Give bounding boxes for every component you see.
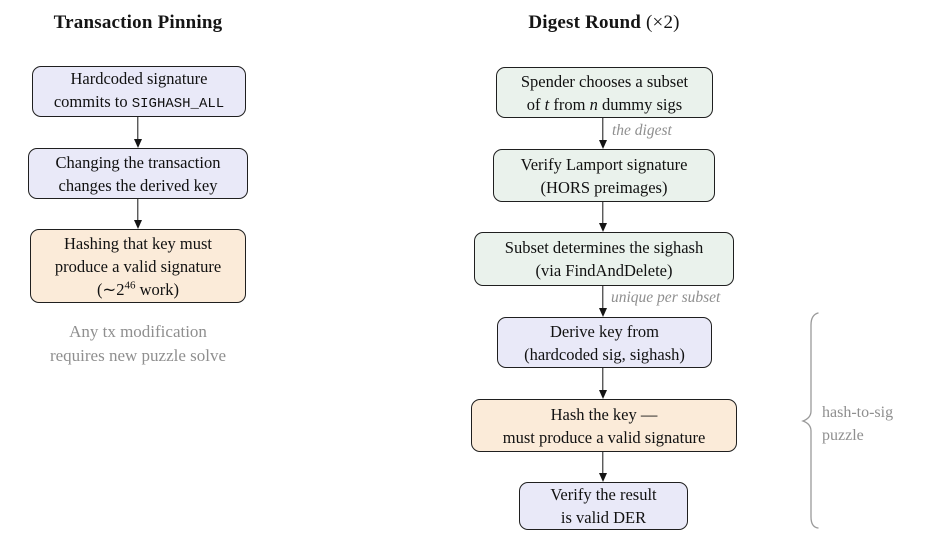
- node-verify-lamport: Verify Lamport signature (HORS preimages…: [493, 149, 715, 202]
- text-segment: Verify the result: [550, 485, 657, 504]
- node-changing-transaction: Changing the transaction changes the der…: [28, 148, 248, 199]
- down-arrow-icon: [598, 202, 608, 232]
- arrow-head: [134, 220, 142, 229]
- text-segment: of: [526, 94, 545, 114]
- node-spender-subset: Spender chooses a subset of t from n dum…: [496, 67, 713, 118]
- node-derive-key: Derive key from (hardcoded sig, sighash): [497, 317, 712, 368]
- arrow-shaft: [602, 286, 604, 315]
- node-text-line: (HORS preimages): [541, 176, 668, 199]
- node-text-line: changes the derived key: [59, 174, 218, 197]
- arrow-shaft: [602, 202, 604, 230]
- node-text-line: Derive key from: [550, 320, 659, 343]
- arrow-shaft: [137, 117, 139, 146]
- text-segment: produce a valid signature: [54, 256, 222, 276]
- node-text-line: (∼246 work): [97, 278, 179, 301]
- node-hashing-work: Hashing that key must produce a valid si…: [30, 229, 246, 303]
- arrow-shaft: [602, 368, 604, 397]
- math-var-n: n: [589, 94, 598, 114]
- title-text: Digest Round: [528, 12, 642, 33]
- text-segment: Spender chooses a subset: [520, 71, 689, 91]
- math-var-t: t: [544, 94, 550, 114]
- node-text-line: (hardcoded sig, sighash): [524, 343, 685, 366]
- down-arrow-icon: [133, 117, 143, 148]
- down-arrow-icon: [598, 368, 608, 399]
- text-segment: Hashing that key must: [63, 233, 213, 253]
- node-hardcoded-signature: Hardcoded signature commits to SIGHASH_A…: [32, 66, 246, 117]
- text-segment: commits to: [53, 92, 132, 111]
- node-verify-der: Verify the result is valid DER: [519, 482, 688, 530]
- node-text-line: is valid DER: [561, 506, 646, 529]
- note-line: requires new puzzle solve: [49, 346, 227, 365]
- node-text-line: Changing the transaction: [56, 151, 221, 174]
- text-segment: must produce a valid signature: [502, 427, 706, 447]
- text-segment: from: [549, 94, 590, 114]
- brace-label-line: puzzle: [822, 427, 864, 444]
- node-text-line: must produce a valid signature: [503, 426, 706, 449]
- text-segment: Verify Lamport signature: [520, 154, 688, 174]
- text-segment: Subset determines the sighash: [504, 238, 704, 257]
- arrow-shaft: [602, 118, 604, 147]
- hash-to-sig-brace-label: hash-to-sig puzzle: [822, 401, 893, 447]
- text-segment: Hardcoded signature: [70, 69, 208, 88]
- down-arrow-icon: [598, 286, 608, 317]
- node-hash-key: Hash the key — must produce a valid sign…: [471, 399, 737, 452]
- arrow-shaft: [137, 199, 139, 227]
- left-column-title: Transaction Pinning: [53, 12, 223, 33]
- node-text-line: Verify Lamport signature: [521, 153, 688, 176]
- node-text-line: Spender chooses a subset: [521, 70, 688, 93]
- node-text-line: Verify the result: [550, 483, 656, 506]
- arrow-head: [599, 308, 607, 317]
- node-text-line: of t from n dummy sigs: [527, 93, 682, 116]
- arrow-shaft: [602, 452, 604, 480]
- code-segment: SIGHASH_ALL: [131, 96, 225, 112]
- node-subset-sighash: Subset determines the sighash (via FindA…: [474, 232, 734, 286]
- text-segment: dummy sigs: [597, 94, 683, 114]
- digest-edge-label: the digest: [612, 122, 672, 139]
- curly-brace-icon: [801, 312, 819, 529]
- text-segment: work): [135, 279, 180, 299]
- text-segment: changes the derived key: [58, 175, 218, 195]
- text-segment: Hash the key —: [550, 404, 658, 424]
- superscript-exponent: 46: [124, 279, 136, 291]
- node-text-line: Hash the key —: [551, 403, 658, 426]
- down-arrow-icon: [598, 452, 608, 482]
- text-segment: Derive key from: [549, 321, 660, 341]
- arrow-head: [599, 390, 607, 399]
- title-multiplier: (×2): [646, 12, 680, 33]
- brace-label-line: hash-to-sig: [822, 404, 894, 421]
- node-text-line: commits to SIGHASH_ALL: [54, 90, 224, 116]
- unique-edge-label: unique per subset: [611, 289, 721, 306]
- text-segment: is valid DER: [560, 508, 647, 527]
- text-segment: (∼2: [96, 279, 125, 299]
- text-segment: (via FindAndDelete): [535, 261, 673, 280]
- note-line: Any tx modification: [69, 322, 207, 341]
- node-text-line: Subset determines the sighash: [505, 236, 703, 259]
- down-arrow-icon: [598, 118, 608, 149]
- arrow-head: [599, 223, 607, 232]
- pinning-note: Any tx modification requires new puzzle …: [18, 320, 258, 368]
- arrow-head: [134, 139, 142, 148]
- text-segment: (HORS preimages): [540, 177, 668, 197]
- text-segment: (hardcoded sig, sighash): [524, 344, 685, 364]
- right-column-title: Digest Round (×2): [464, 12, 744, 34]
- text-segment: Changing the transaction: [55, 152, 221, 172]
- arrow-head: [599, 140, 607, 149]
- down-arrow-icon: [133, 199, 143, 229]
- node-text-line: Hardcoded signature: [71, 67, 208, 90]
- arrow-head: [599, 473, 607, 482]
- node-text-line: (via FindAndDelete): [535, 259, 672, 282]
- node-text-line: produce a valid signature: [55, 255, 221, 278]
- node-text-line: Hashing that key must: [64, 232, 212, 255]
